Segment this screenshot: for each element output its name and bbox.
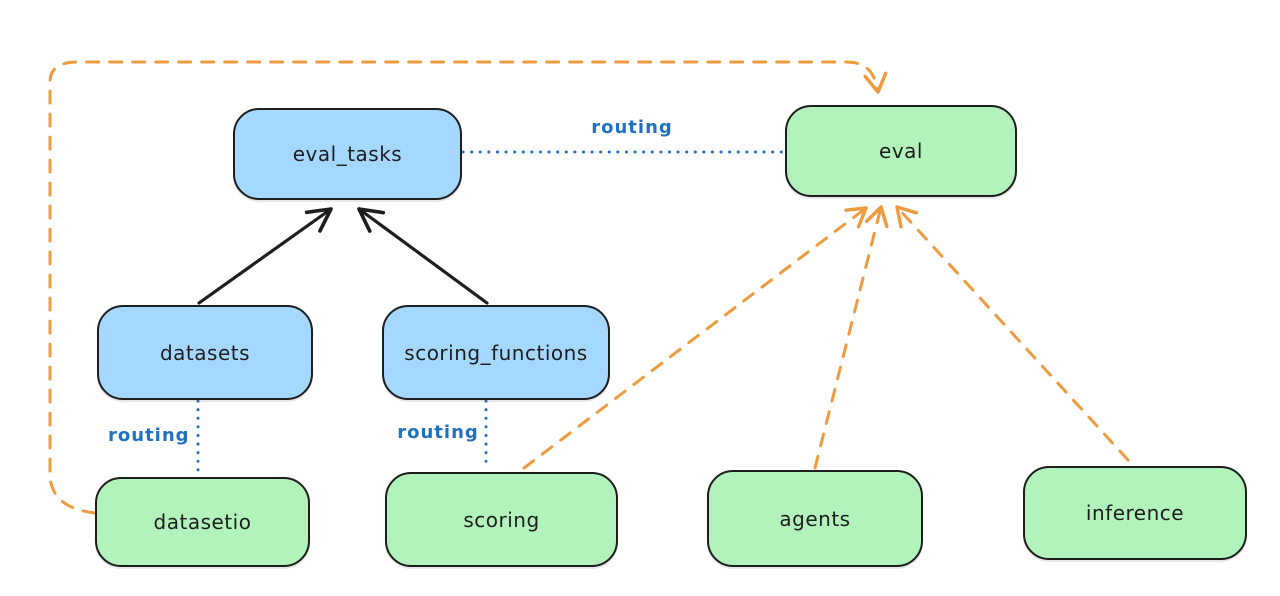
node-scoring-functions-label: scoring_functions — [404, 340, 588, 365]
edge-agents-to-eval — [813, 205, 889, 470]
node-scoring-label: scoring — [463, 507, 540, 532]
edge-inference-to-eval — [895, 205, 1130, 462]
node-agents: agents — [707, 470, 923, 567]
node-datasets-label: datasets — [159, 340, 251, 365]
node-datasetio: datasetio — [95, 477, 310, 567]
node-datasetio-label: datasetio — [153, 510, 252, 534]
routing-label-eval-tasks-eval: routing — [591, 117, 673, 138]
node-scoring-functions: scoring_functions — [382, 305, 610, 400]
edge-datasets-to-eval-tasks — [197, 207, 333, 305]
edge-scoring-functions-to-eval-tasks — [357, 207, 489, 305]
routing-label-scoring-functions-scoring: routing — [397, 422, 479, 443]
node-eval-tasks-label: eval_tasks — [292, 142, 403, 166]
routing-label-datasets-datasetio: routing — [108, 425, 190, 446]
node-eval-tasks: eval_tasks — [233, 108, 462, 200]
edge-scoring-to-eval — [522, 206, 868, 470]
node-inference-label: inference — [1085, 501, 1185, 525]
node-agents-label: agents — [779, 506, 851, 531]
node-scoring: scoring — [385, 472, 618, 567]
node-eval: eval — [785, 105, 1017, 197]
node-eval-label: eval — [879, 139, 923, 163]
node-inference: inference — [1023, 466, 1247, 560]
node-datasets: datasets — [97, 305, 313, 400]
edge-datasetio-to-eval — [48, 60, 888, 515]
